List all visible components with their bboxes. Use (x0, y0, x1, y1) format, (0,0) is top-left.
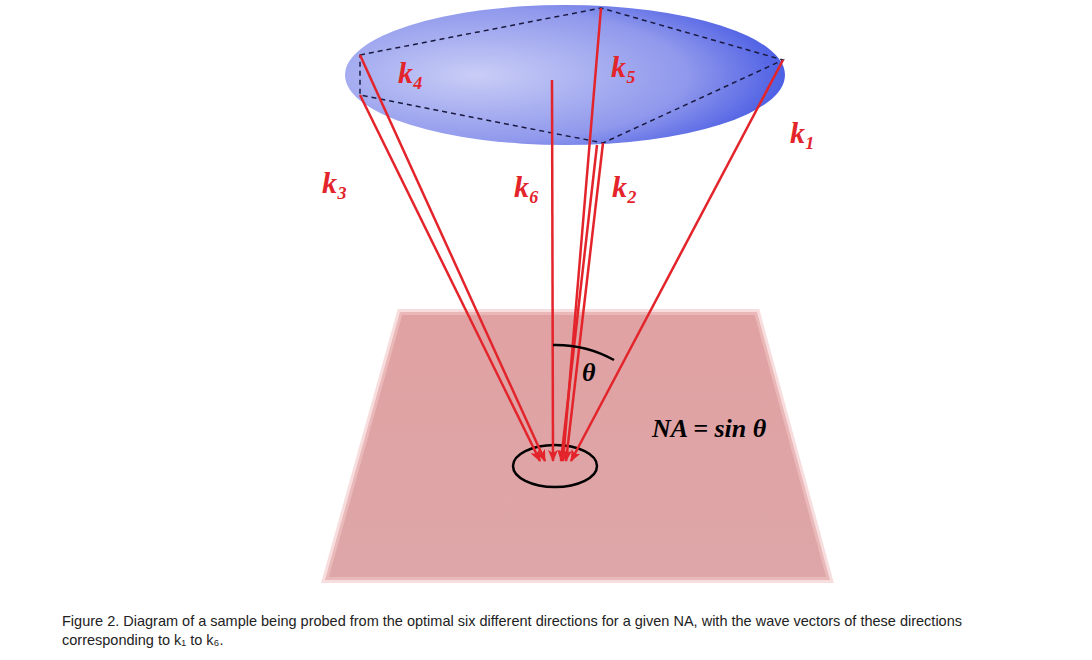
pentagon-outline (360, 8, 783, 143)
probe-spot (513, 445, 597, 487)
aperture-disc (345, 5, 785, 145)
wave-vector-line (563, 8, 601, 461)
figure-caption: Figure 2. Diagram of a sample being prob… (62, 612, 1037, 650)
wave-vector-line (571, 60, 783, 461)
wave-vector-label: k₃ (322, 168, 347, 198)
na-formula: NA = sin θ (652, 416, 766, 442)
angle-symbol: θ (582, 360, 596, 386)
wave-vector-label: k₆ (514, 172, 539, 202)
wave-vector-line (552, 80, 553, 461)
wave-vector-line (360, 55, 545, 461)
wave-vector-label: k₁ (790, 118, 815, 148)
wave-vector-label: k₅ (611, 52, 636, 82)
wave-vector-label: k₂ (612, 172, 637, 202)
wave-vector-line (360, 95, 540, 461)
angle-arc (553, 345, 614, 360)
wave-vector-label: k₄ (398, 58, 423, 88)
